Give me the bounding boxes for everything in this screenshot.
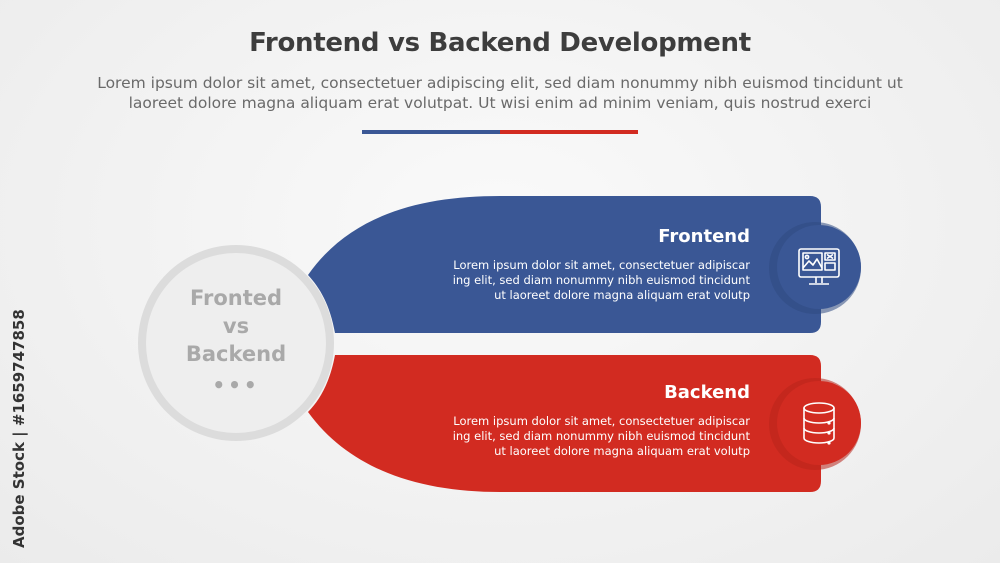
center-dots: ••• [212, 373, 260, 397]
center-label-line-2: vs [222, 314, 250, 338]
subtitle-line-2: laoreet dolore magna aliquam erat volutp… [128, 94, 872, 112]
center-circle [146, 253, 326, 433]
frontend-body: Lorem ipsum dolor sit amet, consectetuer… [420, 258, 750, 303]
backend-panel-shape [308, 355, 821, 492]
divider-red [500, 130, 638, 134]
page-subtitle: Lorem ipsum dolor sit amet, consectetuer… [60, 73, 940, 113]
frontend-body-line-3: ut laoreet dolore magna aliquam erat vol… [494, 288, 750, 302]
stock-watermark: Adobe Stock | #1659747858 [10, 309, 28, 548]
backend-body-line-3: ut laoreet dolore magna aliquam erat vol… [494, 444, 750, 458]
frontend-body-line-1: Lorem ipsum dolor sit amet, consectetuer… [453, 258, 750, 272]
backend-title: Backend [664, 382, 750, 403]
backend-body-line-1: Lorem ipsum dolor sit amet, consectetuer… [453, 414, 750, 428]
backend-body-line-2: ing elit, sed diam nonummy nibh euismod … [452, 429, 750, 443]
subtitle-line-1: Lorem ipsum dolor sit amet, consectetuer… [97, 74, 903, 92]
center-label: Fronted vs Backend [150, 284, 322, 368]
frontend-body-line-2: ing elit, sed diam nonummy nibh euismod … [452, 273, 750, 287]
frontend-icon-circle [777, 225, 861, 309]
frontend-panel-shape [308, 196, 821, 333]
divider-blue [362, 130, 500, 134]
center-label-line-1: Fronted [189, 286, 283, 310]
center-label-line-3: Backend [185, 342, 287, 366]
database-icon [803, 402, 835, 445]
backend-body: Lorem ipsum dolor sit amet, consectetuer… [420, 414, 750, 459]
monitor-icon [798, 248, 840, 285]
frontend-title: Frontend [658, 226, 750, 247]
page-title: Frontend vs Backend Development [249, 28, 751, 58]
